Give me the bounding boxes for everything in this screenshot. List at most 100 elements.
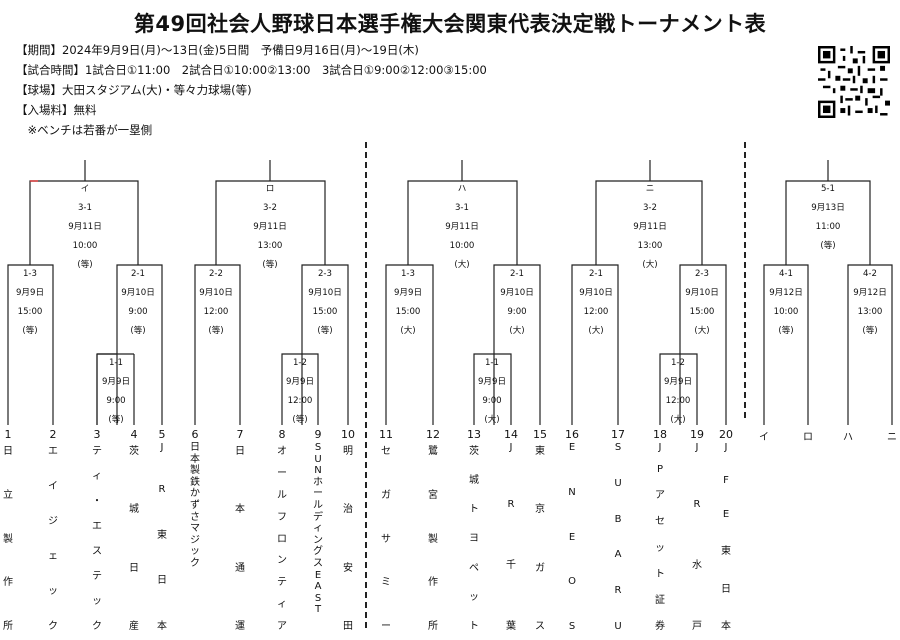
team-name-char: 葉	[506, 621, 516, 632]
match-time-line: 【試合時間】1試合日①11:00 2試合日①10:00②13:00 3試合日①9…	[16, 63, 487, 77]
team-name: 茨城トヨペット	[467, 442, 481, 632]
team-name-char: 東	[721, 546, 731, 558]
match-time: 9:00	[106, 396, 126, 406]
team-number: 1	[4, 428, 12, 441]
team-name-char: S	[614, 442, 622, 453]
match-number: 2-1	[509, 269, 525, 279]
match-time: 10:00	[773, 307, 799, 317]
team-name: 日本通運	[233, 442, 247, 632]
team-name-char: 日	[3, 446, 13, 457]
team-name-char: E	[314, 569, 322, 581]
team-name-char: テ	[92, 446, 102, 457]
team-number: 3	[93, 428, 101, 441]
team-name-char: ヨ	[469, 533, 479, 545]
team-name-char: N	[568, 486, 576, 498]
team-name-char: T	[314, 604, 322, 616]
team-name-char: 田	[343, 620, 353, 632]
qr-code-icon[interactable]	[818, 46, 890, 118]
team-number: 5	[158, 428, 166, 441]
team-name-char: S	[568, 621, 576, 632]
team-name: 日立製作所	[1, 442, 15, 632]
team-name-char: 安	[343, 562, 353, 574]
team-name-char: テ	[92, 571, 102, 582]
team-name-char: ッ	[190, 546, 200, 558]
team-name-char: 戸	[692, 621, 702, 632]
match-venue: (等)	[778, 326, 794, 336]
match-date: 9月13日	[811, 203, 845, 213]
team-name-char: ル	[277, 489, 287, 501]
team-name-char: ア	[655, 490, 665, 502]
team-name-char: 茨	[469, 446, 479, 457]
team-name-char: S	[314, 442, 322, 453]
team-name-char: ィ	[92, 471, 102, 482]
team-name-char: ル	[313, 499, 323, 511]
match-time: 12:00	[665, 396, 691, 406]
team-name-char: ス	[535, 620, 545, 632]
team-name-char: ト	[469, 620, 479, 632]
match-date: 9月12日	[853, 288, 887, 298]
team-name-char: ィ	[313, 523, 323, 535]
team-name-char: U	[614, 620, 622, 632]
team-name-char: マ	[190, 523, 200, 535]
team-name-char: ェ	[48, 551, 58, 562]
team-name-char: ッ	[92, 596, 102, 607]
team-name-char: 東	[535, 446, 545, 457]
match-label: ハ	[457, 184, 467, 194]
match-date: 9月9日	[663, 377, 693, 387]
team-name-char: 本	[235, 504, 245, 516]
match-time: 12:00	[583, 307, 609, 317]
team-name-char: 本	[157, 621, 167, 632]
team-number: 16	[565, 428, 579, 441]
match-venue: (等)	[862, 326, 878, 336]
team-number: 20	[719, 428, 733, 441]
match-venue: (大)	[484, 415, 500, 425]
match-venue: (大)	[509, 326, 525, 336]
team-name-char: ミ	[381, 577, 391, 589]
match-venue: (等)	[108, 415, 124, 425]
team-name-char: 治	[343, 504, 353, 516]
team-name-char: ホ	[313, 476, 323, 488]
team-name-char: 所	[428, 621, 438, 632]
match-number: 1-1	[108, 358, 124, 368]
team-name-char: A	[614, 549, 622, 561]
team-number: 14	[504, 428, 518, 441]
team-name-char: ク	[190, 557, 200, 569]
match-number: 2-1	[130, 269, 146, 279]
team-name-char: ン	[277, 555, 287, 567]
team-name-char: J	[724, 442, 728, 453]
team-name-char: イ	[48, 481, 58, 492]
team-name-char: 本	[190, 453, 200, 465]
match-time: 9:00	[507, 307, 527, 317]
stadium-line: 【球場】大田スタジアム(大)・等々力球場(等)	[16, 83, 252, 97]
match-venue: (大)	[670, 415, 686, 425]
match-number: 1-1	[484, 358, 500, 368]
team-name-char: B	[614, 513, 622, 525]
match-time: 13:00	[857, 307, 883, 317]
team-number: 19	[690, 428, 704, 441]
team-name-char: 日	[721, 583, 731, 595]
team-name-char: 茨	[129, 446, 139, 457]
match-number: 3-1	[77, 203, 93, 213]
team-name-char: グ	[313, 546, 323, 558]
team-name-char: ン	[313, 534, 323, 546]
team-number: 11	[379, 428, 393, 441]
team-name-char: U	[614, 477, 622, 489]
team-name-char: 東	[157, 529, 167, 541]
slot-i: イ	[759, 432, 769, 443]
team-number: 7	[236, 428, 244, 441]
